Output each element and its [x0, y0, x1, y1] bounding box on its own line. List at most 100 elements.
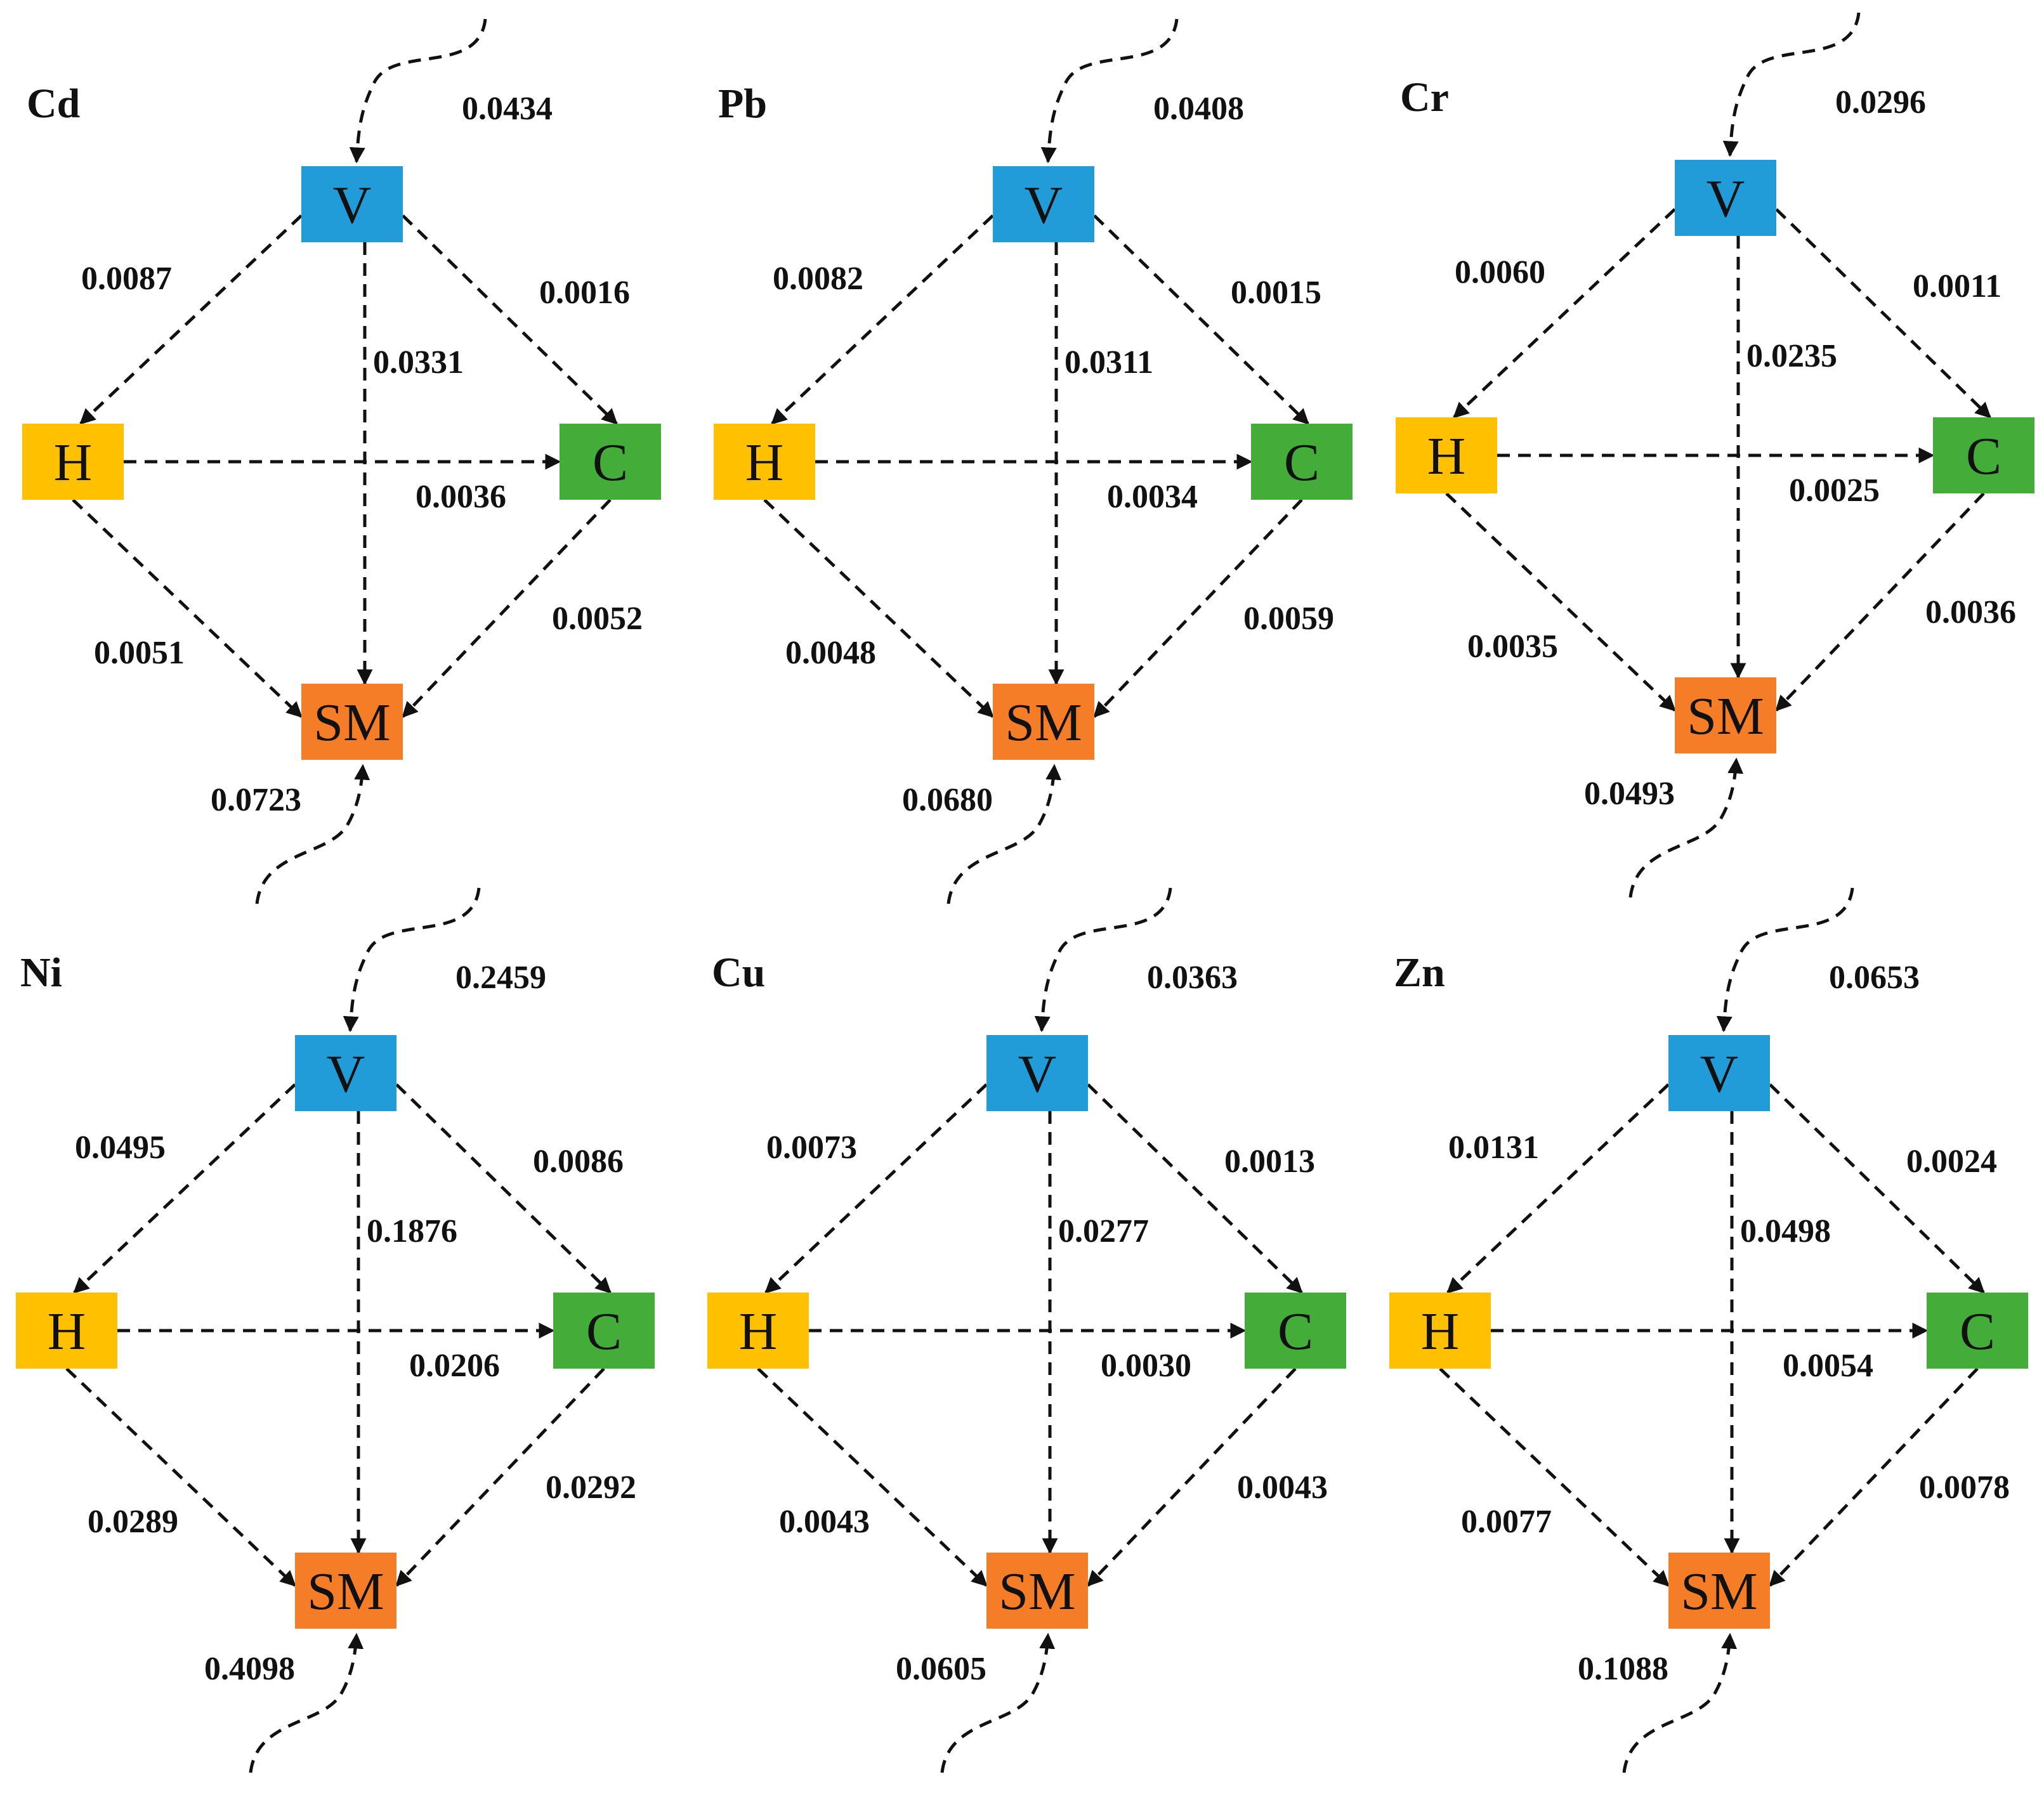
c-node-label: C [1284, 433, 1320, 492]
edge-v-to-c [1775, 208, 1991, 419]
edge-v-to-c [1769, 1083, 1985, 1294]
v-node [986, 1035, 1088, 1111]
weight-v-to-sm: 0.0277 [1058, 1213, 1149, 1249]
v-node [301, 166, 403, 242]
weight-v-to-h: 0.0073 [766, 1130, 857, 1166]
h-node [1396, 417, 1497, 493]
weight-c-to-sm: 0.0052 [552, 601, 643, 637]
weight-in-sm: 0.0723 [211, 782, 301, 818]
c-node [1251, 424, 1353, 500]
incoming-flow-to-sm [947, 764, 1062, 904]
sm-node-label: SM [1680, 1562, 1757, 1621]
weight-h-to-sm: 0.0043 [779, 1504, 870, 1540]
weight-c-to-sm: 0.0292 [546, 1469, 636, 1506]
h-node [16, 1293, 117, 1369]
weight-v-to-sm: 0.0235 [1746, 338, 1837, 374]
weight-in-v: 0.0434 [462, 91, 553, 127]
panel-title: Cd [27, 81, 80, 127]
h-node-label: H [1427, 427, 1466, 486]
weight-v-to-c: 0.0015 [1231, 275, 1321, 311]
edge-v-to-h [1446, 1083, 1670, 1294]
panel-title: Zn [1394, 949, 1445, 996]
c-node [553, 1293, 655, 1369]
sm-node [1668, 1553, 1770, 1629]
h-node [714, 424, 815, 500]
sm-node [986, 1553, 1088, 1629]
edge-v-to-c [1093, 214, 1309, 425]
sm-node-label: SM [307, 1562, 384, 1621]
weight-v-to-sm: 0.0311 [1065, 344, 1153, 381]
sm-node-label: SM [1687, 687, 1764, 746]
weight-v-to-c: 0.0016 [539, 275, 630, 311]
h-node-label: H [48, 1302, 86, 1361]
weight-h-to-sm: 0.0289 [88, 1504, 178, 1540]
weight-in-sm: 0.4098 [204, 1651, 295, 1687]
weight-h-to-c: 0.0054 [1783, 1348, 1873, 1384]
weight-h-to-c: 0.0025 [1789, 472, 1880, 509]
incoming-flow-to-sm [940, 1632, 1056, 1773]
h-node-label: H [745, 433, 784, 492]
c-node [1927, 1293, 2028, 1369]
weight-c-to-sm: 0.0059 [1243, 601, 1334, 637]
v-node-label: V [1700, 1045, 1739, 1104]
v-node-label: V [1707, 169, 1745, 228]
weight-in-v: 0.0296 [1835, 84, 1926, 121]
weight-h-to-sm: 0.0051 [94, 635, 185, 671]
edge-v-to-h [764, 1083, 988, 1294]
v-node [295, 1035, 396, 1111]
weight-v-to-c: 0.0086 [533, 1144, 624, 1180]
edge-c-to-sm [1769, 1367, 1979, 1587]
weight-in-v: 0.0408 [1153, 91, 1244, 127]
v-node [1675, 160, 1776, 236]
c-node-label: C [1966, 427, 2001, 486]
incoming-flow-to-sm [1622, 1632, 1738, 1773]
v-node-label: V [333, 176, 372, 235]
h-node-label: H [54, 433, 93, 492]
edge-v-to-c [1087, 1083, 1303, 1294]
weight-h-to-sm: 0.0077 [1461, 1504, 1552, 1540]
weight-in-v: 0.0653 [1829, 960, 1920, 996]
h-node [707, 1293, 809, 1369]
weight-in-sm: 0.1088 [1578, 1651, 1668, 1687]
weight-v-to-c: 0.0013 [1224, 1144, 1315, 1180]
weight-v-to-h: 0.0060 [1455, 254, 1545, 290]
weight-h-to-c: 0.0036 [416, 479, 506, 515]
weight-h-to-c: 0.0206 [409, 1348, 500, 1384]
weight-in-sm: 0.0493 [1584, 776, 1675, 812]
c-node [1933, 417, 2034, 493]
v-node-label: V [1018, 1045, 1057, 1104]
weight-c-to-sm: 0.0036 [1925, 594, 2016, 630]
edge-c-to-sm [395, 1367, 605, 1587]
edge-v-to-h [771, 214, 994, 425]
c-node-label: C [586, 1302, 622, 1361]
weight-in-v: 0.0363 [1147, 960, 1238, 996]
h-node [1389, 1293, 1491, 1369]
sm-node [1675, 677, 1776, 753]
h-node [22, 424, 124, 500]
edge-c-to-sm [1093, 498, 1303, 718]
weight-v-to-h: 0.0131 [1448, 1130, 1539, 1166]
h-node-label: H [739, 1302, 778, 1361]
weight-h-to-c: 0.0034 [1107, 479, 1198, 515]
panel-title: Ni [20, 949, 62, 996]
sm-node [301, 684, 403, 760]
v-node-label: V [327, 1045, 365, 1104]
sm-node-label: SM [1005, 693, 1082, 752]
weight-in-sm: 0.0605 [896, 1651, 986, 1687]
weight-in-sm: 0.0680 [902, 782, 993, 818]
weight-c-to-sm: 0.0078 [1919, 1469, 2010, 1506]
weight-v-to-h: 0.0087 [81, 261, 172, 297]
weight-h-to-sm: 0.0035 [1467, 629, 1558, 665]
v-node [993, 166, 1094, 242]
weight-in-v: 0.2459 [455, 960, 546, 996]
edge-v-to-h [79, 214, 303, 425]
edge-h-to-sm [1445, 492, 1676, 712]
c-node-label: C [593, 433, 628, 492]
